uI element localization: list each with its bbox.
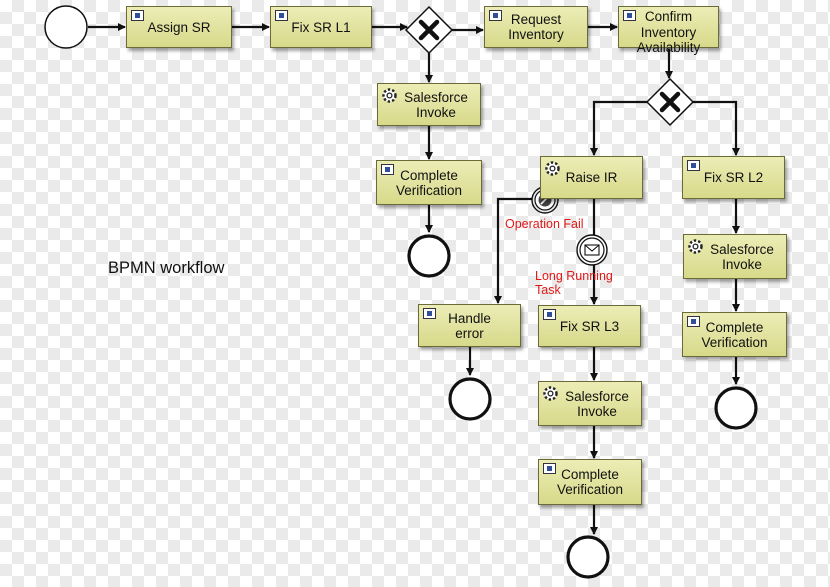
diagram-caption: BPMN workflow: [108, 259, 225, 277]
task-confirm-inventory[interactable]: Confirm Inventory Availability: [618, 6, 719, 55]
end-event: [566, 535, 610, 579]
task-label: Fix SR L2: [703, 170, 764, 185]
task-assign-sr[interactable]: Assign SR: [126, 6, 232, 48]
end-event: [407, 234, 451, 278]
task-label: Salesforce Invoke: [565, 388, 629, 419]
task-complete-verification-1[interactable]: Complete Verification: [376, 160, 482, 205]
task-fix-sr-l1[interactable]: Fix SR L1: [270, 6, 372, 48]
user-task-icon: [423, 308, 436, 319]
gear-icon: [381, 87, 398, 104]
flow-gateway2-raise: [590, 100, 647, 156]
exclusive-gateway-icon: [645, 77, 695, 127]
operation-fail-label: Operation Fail: [505, 217, 584, 231]
gear-icon: [687, 238, 704, 255]
user-task-icon: [275, 10, 288, 21]
task-label: Complete Verification: [701, 319, 768, 350]
task-salesforce-invoke-1[interactable]: Salesforce Invoke: [377, 83, 481, 126]
user-task-icon: [489, 10, 502, 21]
end-event: [448, 377, 492, 421]
task-fix-sr-l3[interactable]: Fix SR L3: [538, 305, 641, 347]
user-task-icon: [543, 463, 556, 474]
gear-icon: [544, 160, 561, 177]
start-event: [44, 5, 88, 49]
task-label: Handle error: [448, 310, 491, 341]
flow-gateway2-fixl2: [693, 100, 740, 156]
task-label: Complete Verification: [556, 467, 624, 497]
user-task-icon: [687, 316, 700, 327]
task-complete-verification-3[interactable]: Complete Verification: [538, 459, 642, 505]
task-fix-sr-l2[interactable]: Fix SR L2: [682, 156, 785, 199]
task-salesforce-invoke-2[interactable]: Salesforce Invoke: [683, 234, 787, 279]
flow-error-handle: [494, 197, 532, 304]
task-label: Raise IR: [565, 170, 618, 185]
task-salesforce-invoke-3[interactable]: Salesforce Invoke: [538, 381, 642, 426]
user-task-icon: [131, 10, 144, 21]
task-request-inventory[interactable]: Request Inventory: [484, 6, 588, 48]
task-label: Complete Verification: [395, 167, 463, 198]
user-task-icon: [687, 160, 700, 171]
task-label: Assign SR: [147, 19, 211, 35]
task-label: Salesforce Invoke: [404, 89, 468, 120]
task-label: Request Inventory: [508, 12, 564, 42]
task-raise-ir[interactable]: Raise IR: [540, 156, 643, 199]
task-label: Fix SR L1: [291, 19, 351, 35]
gear-icon: [542, 385, 559, 402]
exclusive-gateway-icon: [404, 5, 454, 55]
end-event: [714, 386, 758, 430]
user-task-icon: [543, 309, 556, 320]
task-complete-verification-2[interactable]: Complete Verification: [682, 312, 787, 357]
task-label: Salesforce Invoke: [710, 241, 774, 272]
envelope-icon: [576, 234, 608, 266]
task-label: Confirm Inventory Availability: [636, 9, 701, 55]
task-handle-error[interactable]: Handle error: [418, 304, 521, 347]
long-running-task-label: Long Running Task: [535, 269, 613, 297]
user-task-icon: [623, 10, 636, 21]
task-label: Fix SR L3: [559, 318, 620, 334]
user-task-icon: [381, 164, 394, 175]
